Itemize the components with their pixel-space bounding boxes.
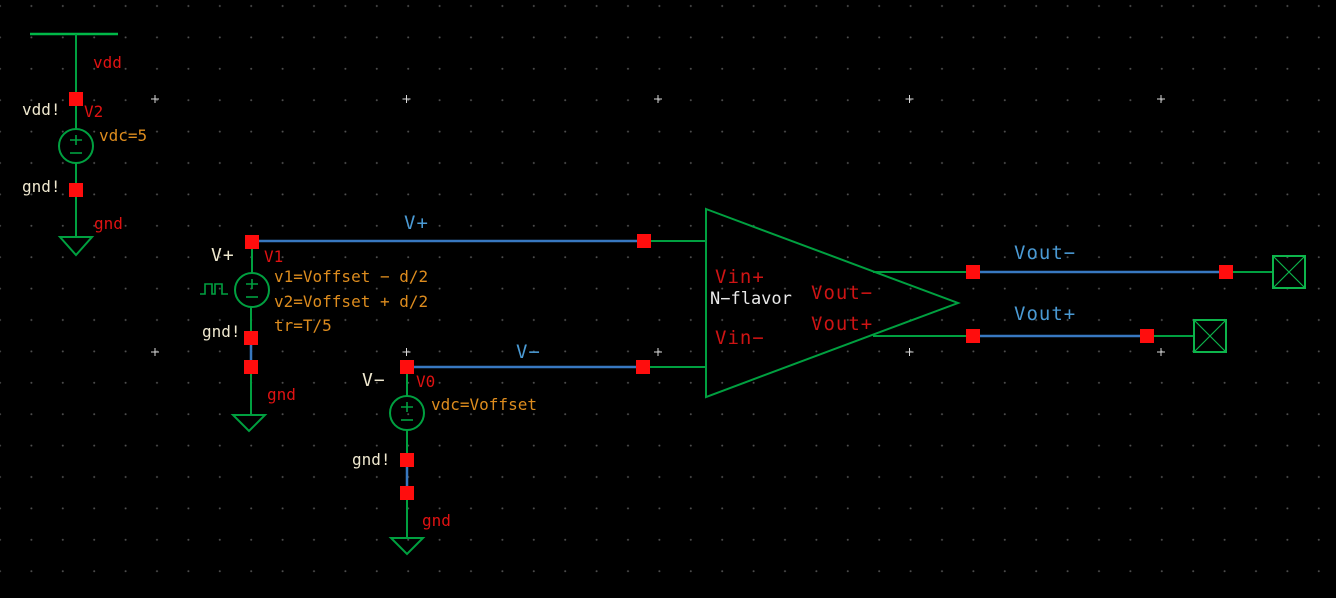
net-label-gnd-wire[interactable]: gnd	[422, 511, 451, 530]
plus-glyph	[246, 279, 258, 289]
instance-name-v2[interactable]: V2	[84, 102, 103, 121]
pulse-waveform-glyph	[200, 283, 228, 295]
pin-square[interactable]	[637, 234, 651, 248]
pin-square[interactable]	[69, 92, 83, 106]
instance-name-v1[interactable]: V1	[264, 247, 283, 266]
plus-glyph	[401, 402, 413, 412]
pin-square[interactable]	[244, 360, 258, 374]
net-label-gnd-wire[interactable]: gnd	[94, 214, 123, 233]
param-vdc[interactable]: vdc=Voffset	[431, 395, 537, 414]
pin-square[interactable]	[400, 453, 414, 467]
plus-glyph	[70, 135, 82, 145]
ground-symbol	[57, 236, 95, 257]
net-v-minus[interactable]: V−	[414, 341, 706, 374]
net-label-gnd[interactable]: gnd!	[22, 177, 61, 196]
net-label-vplus[interactable]: V+	[211, 245, 235, 266]
ground-symbol	[230, 414, 268, 433]
instance-name-v0[interactable]: V0	[416, 372, 435, 391]
net-label-voutplus-wire[interactable]: Vout+	[1014, 303, 1076, 325]
pin-square[interactable]	[966, 265, 980, 279]
net-label-voutminus-wire[interactable]: Vout−	[1014, 242, 1076, 264]
param-v1[interactable]: v1=Voffset − d/2	[274, 267, 428, 286]
pin-label-vin-plus: Vin+	[715, 266, 765, 288]
pin-square[interactable]	[245, 235, 259, 249]
pin-square[interactable]	[69, 183, 83, 197]
param-tr[interactable]: tr=T/5	[274, 316, 332, 335]
pin-x-glyph	[1272, 255, 1306, 289]
param-vdc[interactable]: vdc=5	[99, 126, 147, 145]
vdc-source-v2[interactable]: vdd vdd! V2 vdc=5 gnd! gnd	[22, 32, 147, 257]
net-label-vdd-wire[interactable]: vdd	[93, 53, 122, 72]
pin-square[interactable]	[400, 486, 414, 500]
pin-square[interactable]	[1140, 329, 1154, 343]
net-label-vminus[interactable]: V−	[362, 370, 386, 391]
output-pin-symbol[interactable]	[1272, 255, 1306, 289]
pin-label-vout-minus: Vout−	[811, 282, 873, 304]
vdc-source-v0[interactable]: V− V0 vdc=Voffset gnd! gnd	[352, 360, 537, 556]
pin-square[interactable]	[636, 360, 650, 374]
pin-label-vout-plus: Vout+	[811, 313, 873, 335]
net-label-gnd[interactable]: gnd!	[352, 450, 391, 469]
pin-x-glyph	[1193, 319, 1227, 353]
amplifier-type-label: N−flavor	[710, 289, 792, 309]
net-label-gnd-wire[interactable]: gnd	[267, 385, 296, 404]
pin-square[interactable]	[1219, 265, 1233, 279]
grid-major-markers	[151, 95, 1165, 356]
net-label-vplus-wire[interactable]: V+	[404, 212, 429, 234]
net-v-plus[interactable]: V+	[259, 212, 706, 248]
ground-symbol	[388, 537, 426, 556]
amplifier-symbol[interactable]: Vin+ N−flavor Vin− Vout− Vout+	[705, 207, 966, 399]
net-label-vminus-wire[interactable]: V−	[516, 341, 541, 363]
pin-square[interactable]	[244, 331, 258, 345]
net-vout-minus[interactable]: Vout−	[966, 242, 1306, 289]
net-label-vdd[interactable]: vdd!	[22, 100, 61, 119]
pin-square[interactable]	[966, 329, 980, 343]
amplifier-triangle[interactable]	[705, 207, 961, 399]
pin-square[interactable]	[400, 360, 414, 374]
net-vout-plus[interactable]: Vout+	[966, 303, 1227, 353]
net-label-gnd[interactable]: gnd!	[202, 322, 241, 341]
param-v2[interactable]: v2=Voffset + d/2	[274, 292, 428, 311]
vpulse-source-v1[interactable]: V+ V1 v1=Voffset − d/2 v2=Voffset + d/2 …	[200, 235, 428, 433]
output-pin-symbol[interactable]	[1193, 319, 1227, 353]
pin-label-vin-minus: Vin−	[715, 327, 765, 349]
